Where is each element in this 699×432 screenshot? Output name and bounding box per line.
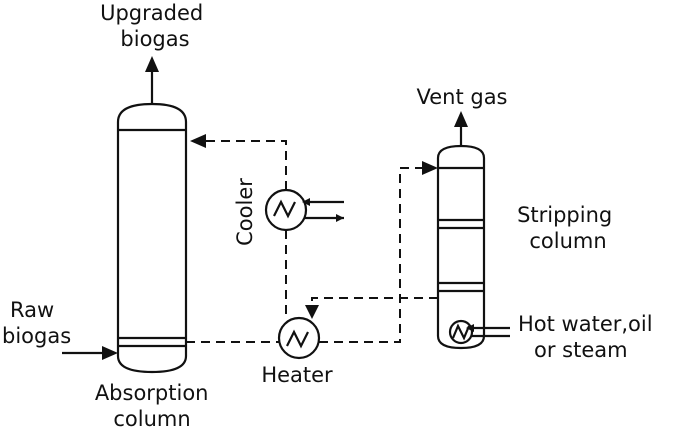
- reboiler-coil: [448, 319, 510, 345]
- stripping-column: [436, 144, 486, 350]
- solvent-streams: [186, 134, 438, 343]
- heater-label: Heater: [261, 363, 333, 387]
- upgraded-biogas-label: Upgraded biogas: [100, 1, 210, 51]
- cooler-exchanger: [264, 188, 344, 232]
- vent-gas-label: Vent gas: [416, 85, 507, 109]
- absorption-column: [116, 102, 188, 374]
- hot-water-label: Hot water,oil or steam: [518, 312, 659, 362]
- stripping-column-label: Stripping column: [517, 203, 619, 253]
- vent-gas-arrow: [454, 111, 468, 146]
- cooler-label: Cooler: [233, 178, 257, 246]
- absorption-column-label: Absorption column: [95, 381, 215, 431]
- raw-biogas-arrow: [62, 346, 118, 360]
- upgraded-biogas-arrow: [145, 56, 159, 104]
- raw-biogas-label: Raw biogas: [2, 298, 71, 348]
- heater-exchanger: [277, 316, 321, 360]
